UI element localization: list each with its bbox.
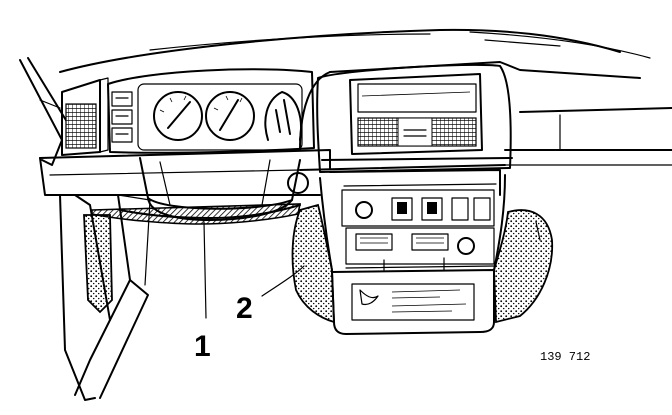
rocker-switch-left (391, 197, 413, 221)
lower-console (331, 269, 495, 335)
centre-console (316, 63, 513, 271)
callout-leader-1 (203, 221, 207, 319)
right-console-side-panel (493, 209, 554, 324)
left-pillar (19, 57, 73, 166)
aux-gauge (264, 91, 302, 141)
figure-reference-code: 139 712 (540, 350, 590, 364)
slider-control-left (355, 233, 393, 251)
rocker-switch-right (421, 197, 443, 221)
slider-control-right (411, 233, 449, 251)
left-console-side-panel (291, 203, 335, 324)
dashboard-top-outline (59, 28, 651, 73)
left-air-vent (61, 77, 109, 156)
dashboard-face (39, 61, 672, 196)
steering-column-shroud (91, 157, 309, 225)
console-label-plate (351, 283, 475, 321)
callout-leader-2 (261, 265, 305, 297)
speedometer-gauge (153, 91, 203, 141)
fan-knob-icon (355, 201, 373, 219)
tachometer-gauge (205, 91, 255, 141)
callout-label-1: 1 (194, 330, 211, 363)
instrument-cluster (107, 68, 315, 154)
heater-control-panel (341, 183, 497, 271)
callout-label-2: 2 (236, 292, 253, 325)
left-knee-trim (59, 194, 151, 401)
temperature-knob-icon (457, 237, 475, 255)
radio-unit (349, 73, 483, 155)
